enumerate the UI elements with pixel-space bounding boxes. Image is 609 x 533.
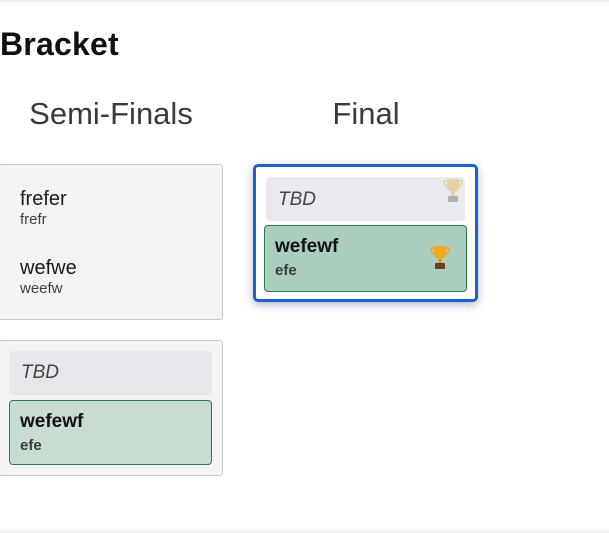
top-divider <box>0 0 609 4</box>
player-name: frefer <box>20 188 67 210</box>
player-name: wefwe <box>20 257 77 279</box>
player-subtitle: weefw <box>20 280 63 297</box>
player-subtitle: efe <box>20 437 42 454</box>
player-entry[interactable]: wefwe weefw <box>20 256 77 298</box>
page-title: Bracket <box>0 26 119 62</box>
tbd-label: TBD <box>278 189 316 210</box>
semi-final-match-2[interactable]: TBD wefewf efe <box>0 340 223 476</box>
tbd-label: TBD <box>21 362 59 383</box>
player-subtitle: frefr <box>20 211 47 228</box>
winner-slot[interactable]: wefewf efe <box>264 225 467 292</box>
bottom-divider <box>0 527 609 533</box>
round-title-semi-finals: Semi-Finals <box>29 96 193 131</box>
player-entry[interactable]: frefer frefr <box>20 187 67 229</box>
trophy-icon <box>430 246 450 269</box>
winner-slot[interactable]: wefewf efe <box>9 400 212 465</box>
player-name: wefewf <box>275 236 339 257</box>
final-match[interactable]: TBD wefewf efe <box>253 164 478 302</box>
round-title-final: Final <box>332 96 400 131</box>
tbd-slot[interactable]: TBD <box>9 351 212 395</box>
player-name: wefewf <box>20 411 84 432</box>
tbd-slot[interactable]: TBD <box>266 177 465 221</box>
player-subtitle: efe <box>275 262 297 279</box>
semi-final-match-1[interactable]: frefer frefr wefwe weefw <box>0 164 223 320</box>
trophy-icon <box>443 179 463 202</box>
